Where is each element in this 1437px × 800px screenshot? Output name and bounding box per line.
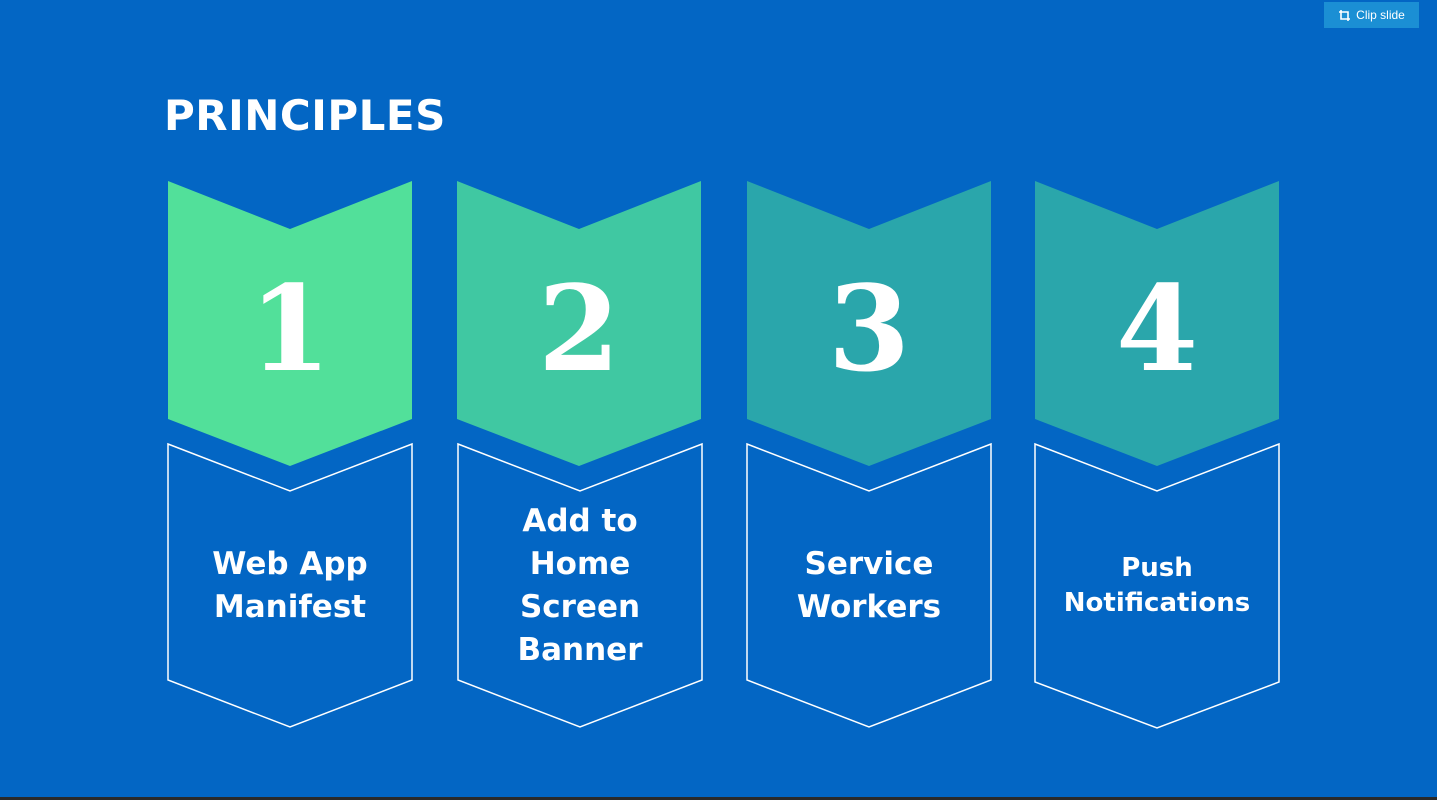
step-3-label: Service Workers — [796, 546, 942, 625]
step-1-box — [167, 442, 413, 728]
step-3-number: 3 — [828, 259, 910, 398]
clip-icon — [1339, 9, 1351, 21]
step-4-number: 4 — [1116, 259, 1198, 398]
step-2-number: 2 — [538, 259, 620, 398]
bottom-bar — [0, 797, 1437, 800]
step-2-label: Add to Home Screen Banner — [517, 503, 643, 668]
step-3: 3 — [746, 181, 992, 728]
step-2: 2 — [457, 181, 703, 728]
step-1-number: 1 — [249, 259, 331, 398]
step-3-banner — [747, 181, 991, 466]
step-1: 1 — [167, 181, 413, 728]
slide-title: PRINCIPLES — [164, 91, 446, 140]
clip-slide-label: Clip slide — [1356, 8, 1405, 22]
step-1-label: Web App Manifest — [212, 546, 368, 625]
step-4: 4 — [1034, 181, 1280, 729]
step-1-banner — [168, 181, 412, 466]
step-4-banner — [1035, 181, 1279, 466]
step-4-label: Push Notifications — [1063, 553, 1251, 618]
step-2-banner — [457, 181, 701, 466]
clip-slide-button[interactable]: Clip slide — [1324, 2, 1419, 28]
step-4-box — [1034, 442, 1280, 729]
step-2-box — [457, 442, 703, 728]
step-3-box — [746, 442, 992, 728]
